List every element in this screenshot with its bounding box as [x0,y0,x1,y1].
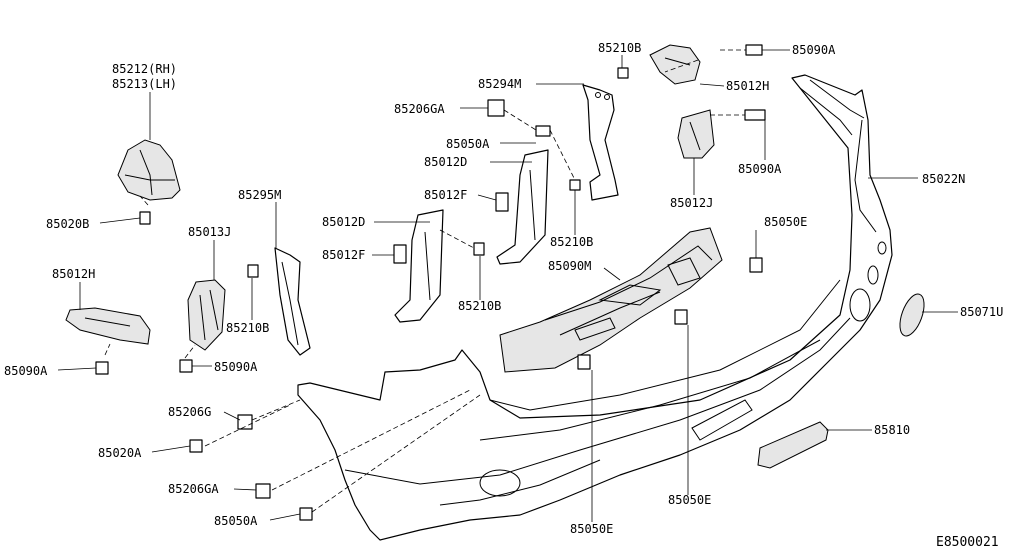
label-85295M: 85295M [238,188,281,202]
label-85050E-upper: 85050E [764,215,807,229]
label-85012D-low: 85012D [322,215,365,229]
moulding-85810 [757,421,829,469]
label-85206GA-top: 85206GA [394,102,445,116]
assembly-lines [104,49,746,513]
label-85071U: 85071U [960,305,1003,319]
bracket-85012H-left [65,307,151,345]
label-85210B-top: 85210B [598,41,641,55]
label-85013J: 85013J [188,225,231,239]
label-85022N: 85022N [922,172,965,186]
label-85050A-low: 85050A [214,514,258,528]
label-85212: 85212(RH) [112,62,177,76]
cap-85071U [899,293,925,337]
label-85012H-left: 85012H [52,267,95,281]
label-85206G: 85206G [168,405,211,419]
label-85210B-upper: 85210B [550,235,593,249]
side-spacer-85295M [274,247,311,356]
fasteners [95,44,766,521]
leader-lines [57,49,958,522]
reflex-reflector-85212 [117,139,181,201]
label-85012F-top: 85012F [424,188,467,202]
label-85090A-right: 85090A [738,162,782,176]
bracket-85013J [187,279,226,351]
label-85050E-low: 85050E [668,493,711,507]
label-85210B-left: 85210B [226,321,269,335]
label-85020B: 85020B [46,217,89,231]
label-85294M: 85294M [478,77,521,91]
label-85090A-left: 85090A [4,364,48,378]
label-85810: 85810 [874,423,910,437]
bracket-85012D-upper [496,149,549,265]
label-85050E-bottom: 85050E [570,522,613,536]
label-85020A: 85020A [98,446,142,460]
bumper-fascia-85022N [297,74,893,541]
label-85012J: 85012J [670,196,713,210]
callout-labels: 85212(RH) 85213(LH) 85020B 85012H 85090A… [4,41,1003,550]
label-85210B-mid: 85210B [458,299,501,313]
label-85090A-topright: 85090A [792,43,836,57]
label-85050A-top: 85050A [446,137,490,151]
bracket-85294M [582,84,619,201]
label-85012H-right: 85012H [726,79,769,93]
label-85090A-mid: 85090A [214,360,258,374]
label-85213: 85213(LH) [112,77,177,91]
label-85206GA-low: 85206GA [168,482,219,496]
diagram-id: E8500021 [936,535,999,550]
label-85090M: 85090M [548,259,591,273]
bracket-85012D-lower [394,209,444,323]
bracket-85012J [677,109,715,159]
label-85012F-low: 85012F [322,248,365,262]
energy-absorber-85090M [499,227,723,373]
label-85012D-top: 85012D [424,155,467,169]
bracket-85012H-right [649,44,701,85]
